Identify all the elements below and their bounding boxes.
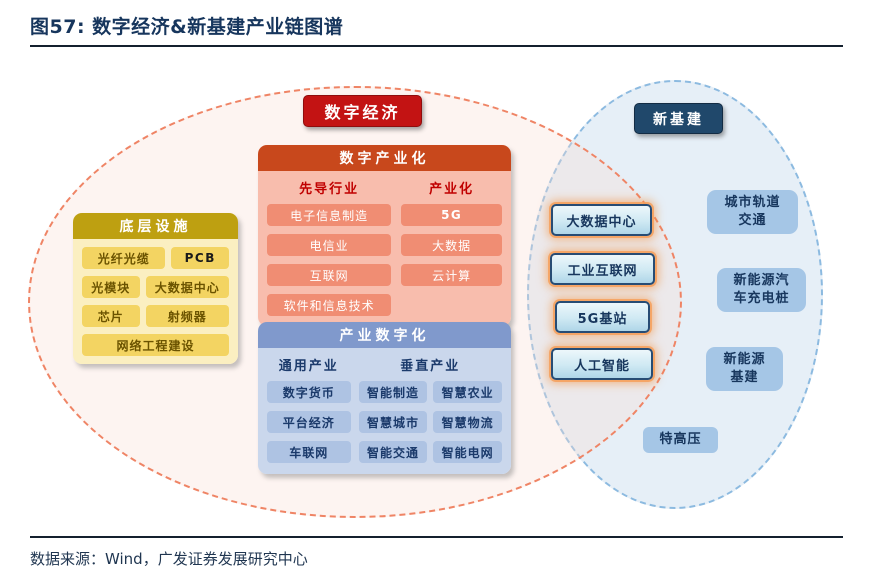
digi-item-big-data: 大数据 bbox=[401, 234, 502, 256]
panel-base-body: 光纤光缆 PCB 光模块 大数据中心 芯片 射频器 网络工程建设 bbox=[73, 239, 238, 364]
overlap-item-5g-base-station: 5G基站 bbox=[555, 301, 650, 333]
digi-item-cloud: 云计算 bbox=[401, 264, 502, 286]
overlap-item-big-data-center: 大数据中心 bbox=[551, 204, 652, 236]
base-item-fiber: 光纤光缆 bbox=[82, 247, 166, 269]
base-item-rf-device: 射频器 bbox=[145, 305, 229, 327]
digital-economy-label: 数字经济 bbox=[303, 95, 422, 127]
source-divider bbox=[30, 536, 843, 538]
indig-item-smart-agriculture: 智慧农业 bbox=[433, 381, 502, 403]
indig-item-platform-economy: 平台经济 bbox=[267, 411, 351, 433]
indig-col-vertical-header: 垂直产业 bbox=[400, 359, 461, 374]
indig-item-smart-manufacturing: 智能制造 bbox=[358, 381, 428, 403]
indig-item-smart-city: 智慧城市 bbox=[358, 411, 428, 433]
base-item-network-engineering: 网络工程建设 bbox=[82, 334, 229, 356]
digi-item-internet: 互联网 bbox=[267, 264, 392, 286]
source-text: 数据来源：Wind，广发证券发展研究中心 bbox=[30, 550, 308, 568]
indig-item-smart-transport: 智能交通 bbox=[358, 441, 428, 463]
new-infrastructure-label: 新基建 bbox=[634, 103, 723, 134]
figure-title: 图57: 数字经济&新基建产业链图谱 bbox=[30, 16, 344, 38]
indig-item-smart-grid: 智能电网 bbox=[433, 441, 502, 463]
digi-item-telecom: 电信业 bbox=[267, 234, 392, 256]
digi-item-5g: 5G bbox=[401, 204, 502, 226]
panel-digi-header: 数字产业化 bbox=[258, 145, 511, 171]
base-item-chip: 芯片 bbox=[82, 305, 140, 327]
digi-col-leading-header: 先导行业 bbox=[299, 182, 360, 197]
indig-item-smart-logistics: 智慧物流 bbox=[433, 411, 502, 433]
base-item-pcb: PCB bbox=[171, 247, 229, 269]
digi-item-software-it: 软件和信息技术 bbox=[267, 294, 392, 316]
panel-indig-body: 通用产业 数字货币 平台经济 车联网 垂直产业 智能制造 智慧农业 智慧城市 智… bbox=[258, 348, 511, 474]
digi-col-industrialization-header: 产业化 bbox=[429, 182, 475, 197]
infra-item-uhv: 特高压 bbox=[643, 427, 718, 453]
infra-item-ev-charging: 新能源汽 车充电桩 bbox=[717, 268, 806, 312]
panel-industry-digitalization: 产业数字化 通用产业 数字货币 平台经济 车联网 垂直产业 智能制造 智慧农业 … bbox=[258, 322, 511, 474]
panel-digi-body: 先导行业 电子信息制造 电信业 互联网 软件和信息技术 产业化 5G 大数据 云… bbox=[258, 171, 511, 326]
infra-item-urban-rail: 城市轨道 交通 bbox=[707, 190, 798, 234]
title-underline bbox=[30, 45, 843, 47]
panel-base-infrastructure: 底层设施 光纤光缆 PCB 光模块 大数据中心 芯片 射频器 网络工程建设 bbox=[73, 213, 238, 364]
indig-col-general-header: 通用产业 bbox=[278, 359, 339, 374]
base-item-optical-module: 光模块 bbox=[82, 276, 140, 298]
digi-item-electronic-info: 电子信息制造 bbox=[267, 204, 392, 226]
infra-item-new-energy-infra: 新能源 基建 bbox=[706, 347, 783, 391]
panel-digital-industrialization: 数字产业化 先导行业 电子信息制造 电信业 互联网 软件和信息技术 产业化 5G… bbox=[258, 145, 511, 326]
panel-indig-header: 产业数字化 bbox=[258, 322, 511, 348]
overlap-item-industrial-internet: 工业互联网 bbox=[550, 253, 655, 285]
base-item-big-data-center: 大数据中心 bbox=[145, 276, 229, 298]
indig-item-digital-currency: 数字货币 bbox=[267, 381, 351, 403]
panel-base-header: 底层设施 bbox=[73, 213, 238, 239]
overlap-item-ai: 人工智能 bbox=[551, 348, 653, 380]
indig-item-iov: 车联网 bbox=[267, 441, 351, 463]
